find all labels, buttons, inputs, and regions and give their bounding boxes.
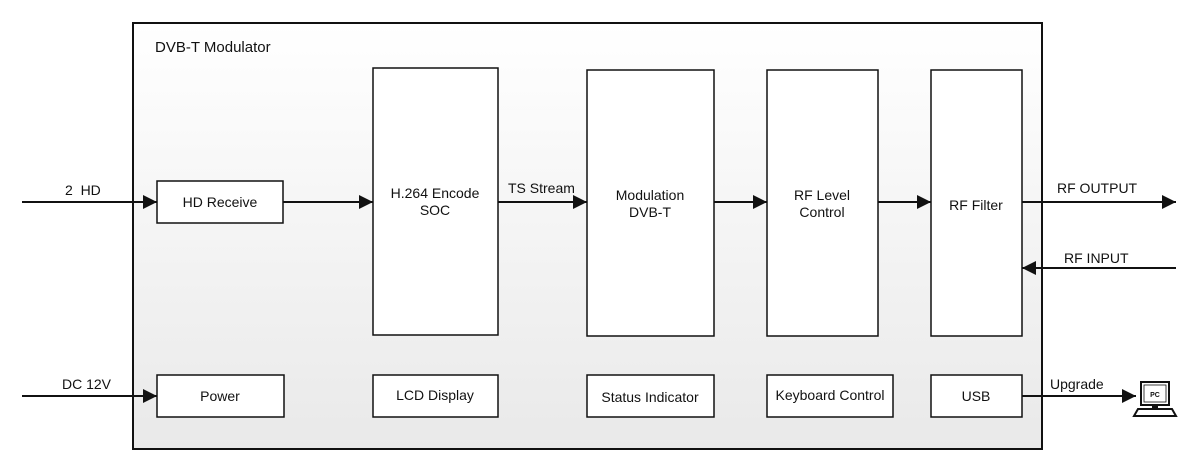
status-indicator-label: Status Indicator	[601, 389, 699, 405]
modulation-label-line1: Modulation	[616, 187, 685, 203]
encoder-label-line2: SOC	[420, 202, 450, 218]
hd-input-label: 2 HD	[65, 182, 101, 198]
rf-level-control-block: RF Level Control	[766, 69, 879, 337]
rf-output-label: RF OUTPUT	[1057, 180, 1138, 196]
ts-stream-label: TS Stream	[508, 180, 575, 196]
keyboard-control-label: Keyboard Control	[776, 387, 885, 403]
lcd-display-block: LCD Display	[372, 374, 499, 418]
rf-filter-label: RF Filter	[949, 197, 1003, 213]
usb-label: USB	[962, 388, 991, 404]
pc-icon-label: PC	[1150, 392, 1160, 399]
dc-input-label: DC 12V	[62, 376, 112, 392]
keyboard-control-block: Keyboard Control	[766, 374, 894, 418]
rf-level-label-line1: RF Level	[794, 187, 850, 203]
enclosure-title: DVB-T Modulator	[155, 39, 271, 56]
modulation-label-line2: DVB-T	[629, 204, 671, 220]
rf-level-label-line2: Control	[799, 204, 844, 220]
status-indicator-block: Status Indicator	[586, 374, 715, 418]
usb-block: USB	[930, 374, 1023, 418]
pc-icon: PC	[1132, 381, 1178, 417]
upgrade-label: Upgrade	[1050, 376, 1104, 392]
hd-receive-block: HD Receive	[156, 180, 284, 224]
rf-input-label: RF INPUT	[1064, 250, 1129, 266]
power-block: Power	[156, 374, 285, 418]
h264-encoder-block: H.264 Encode SOC	[372, 67, 499, 336]
lcd-display-label: LCD Display	[396, 387, 474, 403]
hd-receive-label: HD Receive	[183, 194, 258, 210]
rf-filter-block: RF Filter	[930, 69, 1023, 337]
encoder-label-line1: H.264 Encode	[391, 185, 480, 201]
power-label: Power	[200, 388, 240, 404]
modulation-block: Modulation DVB-T	[586, 69, 715, 337]
